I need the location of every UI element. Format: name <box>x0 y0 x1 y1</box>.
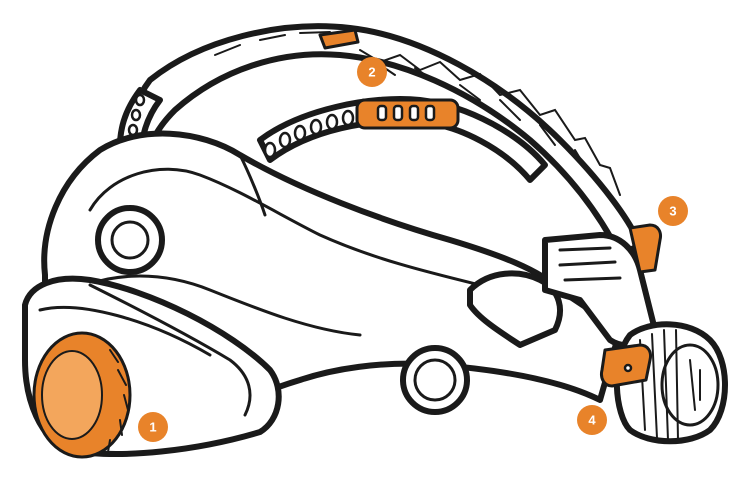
callout-1-label: 1 <box>149 420 156 435</box>
side-knob[interactable] <box>95 205 165 275</box>
front-dial[interactable] <box>32 331 132 459</box>
callout-4-label: 4 <box>588 413 596 428</box>
callout-1: 1 <box>138 412 168 442</box>
callout-4: 4 <box>577 405 607 435</box>
callout-2-label: 2 <box>368 65 375 80</box>
side-bracket <box>467 232 658 349</box>
top-clip[interactable] <box>318 28 360 50</box>
pivot-hub[interactable] <box>400 345 470 415</box>
callout-2: 2 <box>357 57 387 87</box>
upper-clip[interactable] <box>628 223 662 274</box>
callout-3: 3 <box>658 196 688 226</box>
top-buckle[interactable] <box>355 98 460 130</box>
lower-clip[interactable] <box>600 343 652 388</box>
callout-3-label: 3 <box>669 204 676 219</box>
